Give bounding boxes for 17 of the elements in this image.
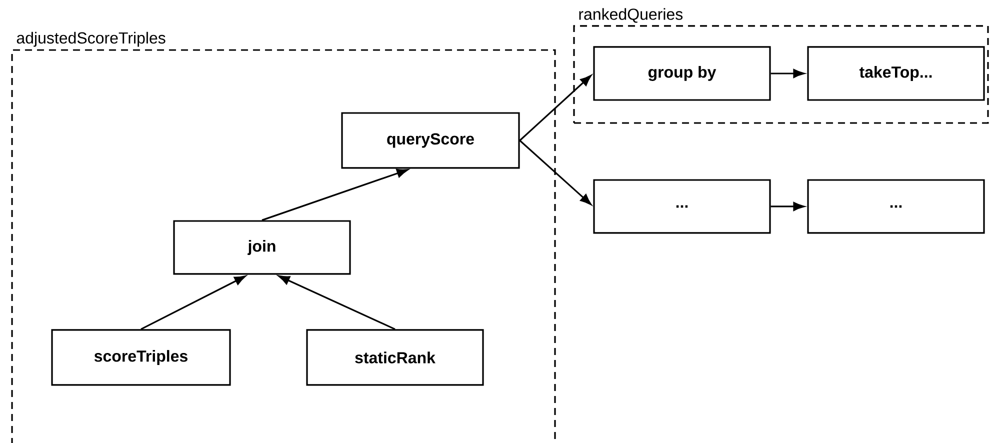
arrow (519, 140, 592, 205)
process-box: queryScore (341, 112, 520, 169)
process-box: join (173, 220, 351, 275)
process-box: ... (593, 179, 771, 234)
node-label: adjustedScoreTriples (16, 32, 166, 47)
process-box: ... (807, 179, 985, 234)
arrow (278, 275, 396, 330)
process-box: takeTop... (807, 46, 985, 101)
arrow (770, 69, 805, 78)
node-label: rankedQueries (579, 8, 683, 23)
process-box: group by (593, 46, 771, 101)
arrow (262, 168, 408, 221)
arrow (519, 75, 592, 142)
process-box: staticRank (306, 329, 484, 386)
arrow (770, 202, 805, 211)
arrow (140, 276, 246, 330)
process-box: scoreTriples (51, 329, 231, 386)
